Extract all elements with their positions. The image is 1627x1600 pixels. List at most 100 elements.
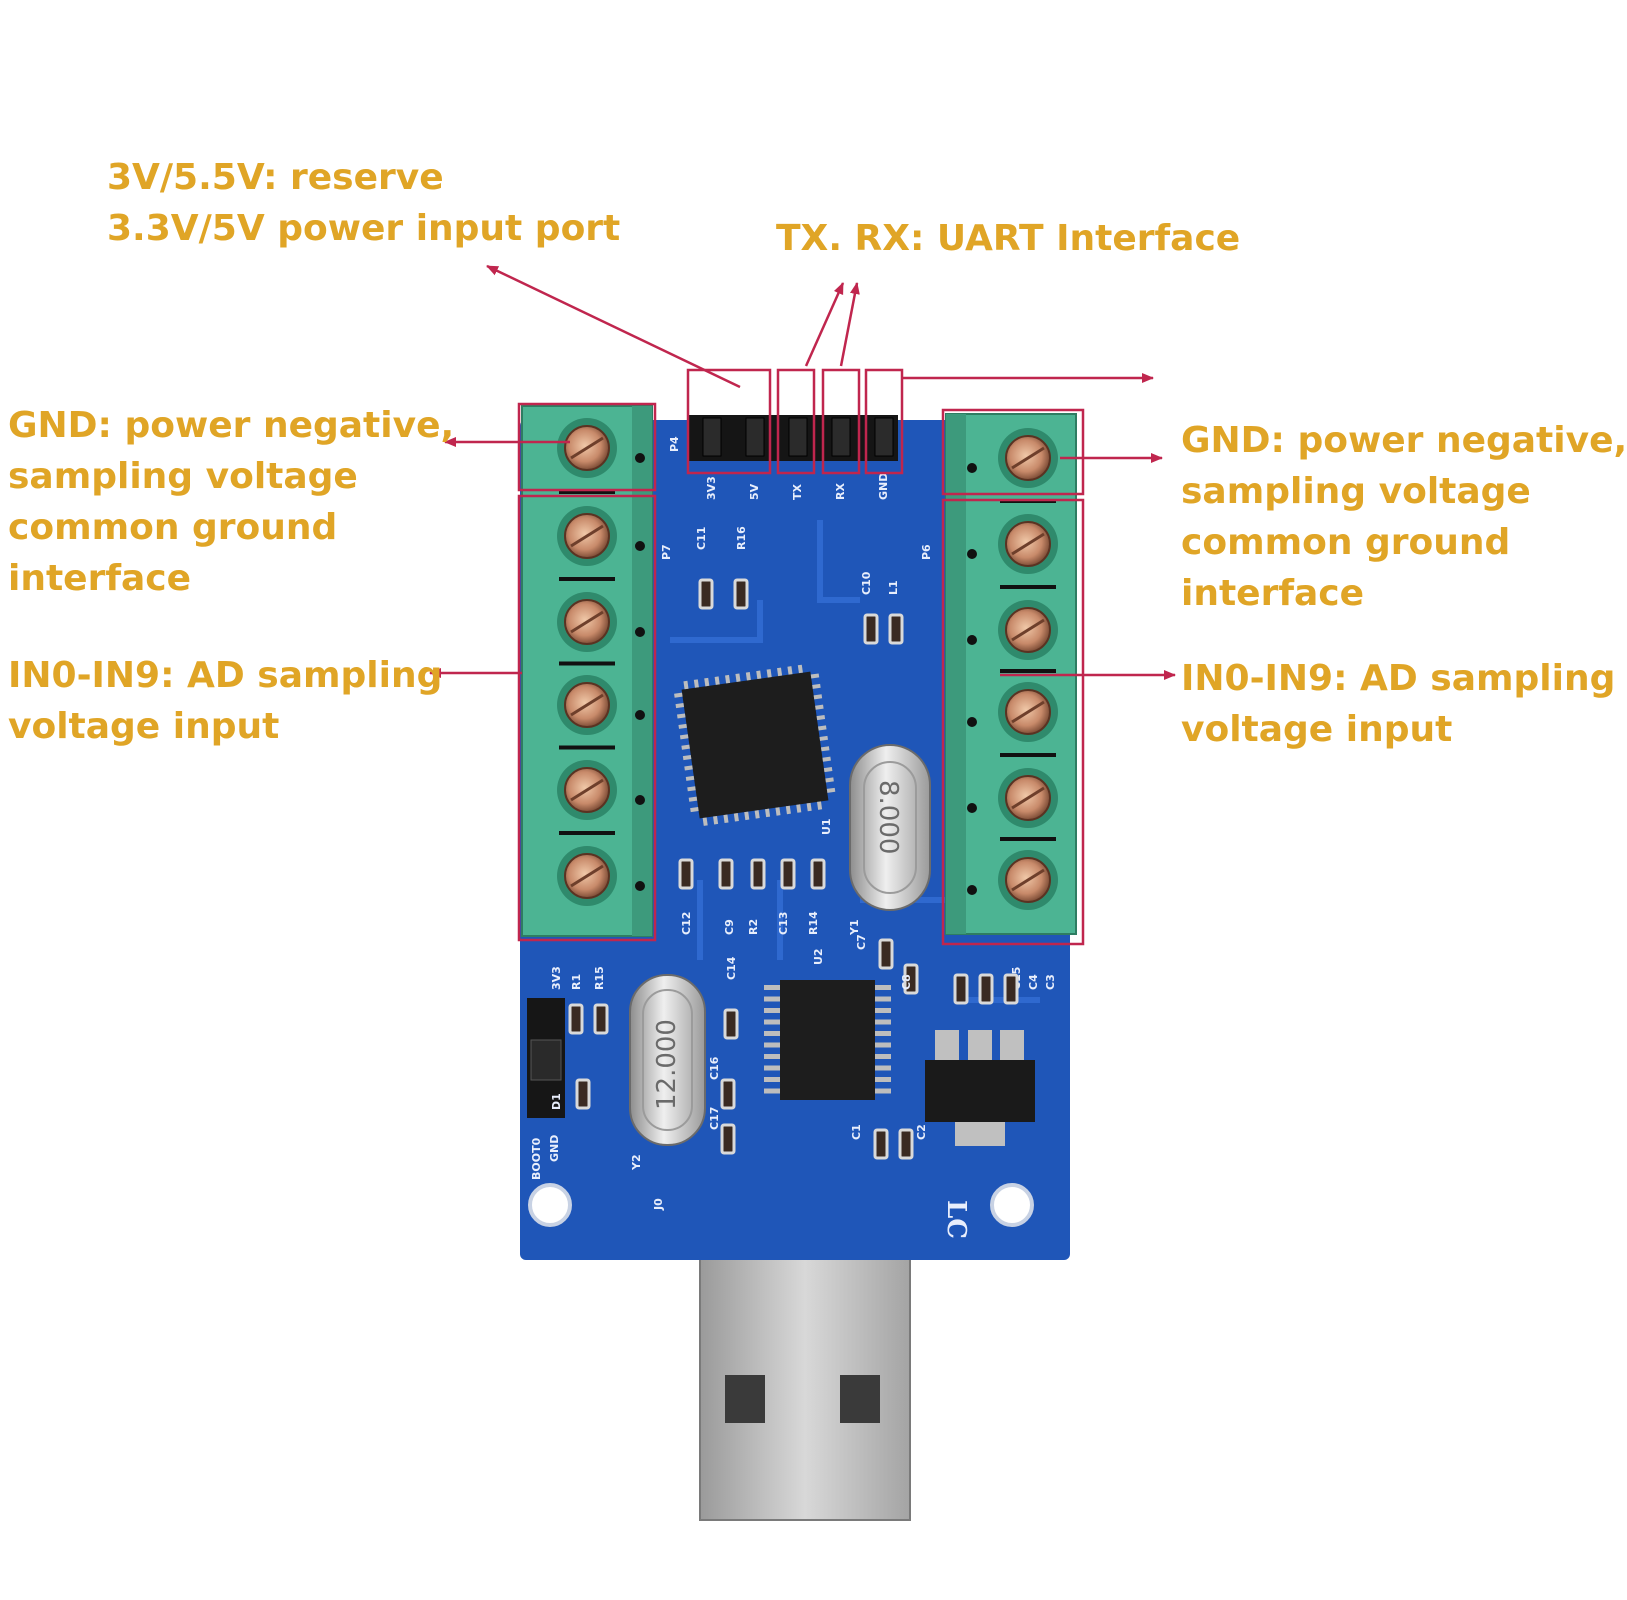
crystal-main-refdes: Y1 (848, 919, 861, 936)
smd-part (888, 613, 904, 645)
smd-part (878, 938, 894, 970)
mcu-pin (685, 775, 695, 781)
smd-part (978, 973, 994, 1005)
smd-part (718, 858, 734, 890)
smd-part (898, 1128, 914, 1160)
mcu-pin (756, 670, 762, 680)
mcu-pin (702, 817, 708, 826)
mcu-pin (713, 815, 719, 825)
mcu-pin (704, 677, 710, 687)
usb-ic-pin (764, 1077, 780, 1082)
mcu-pin (679, 734, 689, 740)
left-screw-slot (570, 610, 604, 634)
right-wire-hole (967, 803, 977, 813)
mcu-refdes: U1 (820, 818, 833, 835)
left-divider (559, 745, 615, 750)
mounting-hole-left (528, 1183, 572, 1227)
header-refdes: P4 (668, 436, 681, 452)
left-screw-slot (570, 864, 604, 888)
mcu-pin (777, 667, 783, 677)
smd-label: R16 (735, 526, 748, 550)
arrow-uart-tx (804, 282, 845, 367)
mcu-pin (796, 804, 802, 813)
smd-label: C16 (708, 1056, 721, 1080)
mcu-pin (675, 703, 685, 709)
usb-ic-pin (764, 1054, 780, 1059)
smd-part (593, 1003, 609, 1035)
header-pin-label: 3V3 (705, 476, 718, 500)
jumper-top-label: 3V3 (550, 966, 563, 990)
smd-label: R15 (593, 966, 606, 990)
header-pin (831, 417, 851, 457)
mcu-pin (806, 802, 812, 812)
mcu-pin (677, 713, 686, 719)
right-wire-hole (967, 635, 977, 645)
usb-ic: U2 (764, 948, 891, 1100)
mcu-pin (682, 755, 692, 761)
smd-label: C1 (850, 1124, 863, 1140)
smd-part (863, 613, 879, 645)
smd-label: C7 (855, 934, 868, 950)
jumper-bottom-label-2: GND (548, 1135, 561, 1162)
jumper-bottom-label: BOOT0 (530, 1137, 543, 1180)
right-screw-slot (1011, 446, 1045, 470)
mcu-pin (714, 676, 720, 685)
smd-label: C12 (680, 912, 693, 935)
left-screw-slot (570, 524, 604, 548)
mcu-pin (815, 704, 824, 710)
usb-ic-pin (875, 1054, 891, 1059)
crystal-usb: 12.000 Y2 (629, 974, 706, 1171)
smd-part (698, 578, 714, 610)
label-power-reserve-2: 3.3V/5V power input port (107, 208, 621, 249)
mcu-pin (813, 694, 823, 700)
header-silkscreen: P4 3V3 5V TX RX GND (668, 436, 890, 500)
label-gnd-left: GND: power negative, sampling voltage co… (8, 405, 455, 599)
smd-label: D1 (550, 1093, 563, 1110)
header-pin-label: TX (791, 483, 804, 500)
mcu-pin (735, 673, 741, 682)
usb-ic-pin (764, 996, 780, 1002)
mcu-pin (820, 746, 830, 752)
smd-part (903, 963, 919, 995)
smd-label: C2 (915, 1124, 928, 1140)
mcu-pin (690, 807, 699, 813)
left-wire-hole (635, 453, 645, 463)
usb-ic-pin (875, 1042, 891, 1048)
smd-label: C17 (708, 1107, 721, 1130)
label-input-right: IN0-IN9: AD sampling voltage input (1181, 658, 1616, 750)
mcu-pin (688, 796, 698, 802)
left-screw-slot (570, 436, 604, 460)
mcu-pin (785, 805, 791, 815)
header-pin-label: 5V (748, 483, 761, 500)
mcu-pin (681, 744, 690, 750)
left-wire-hole (635, 881, 645, 891)
smd-part (568, 1003, 584, 1035)
terminal-block-left (521, 405, 653, 937)
smd-part (720, 1123, 736, 1155)
boot-jumper: 3V3 BOOT0 GND (527, 966, 565, 1180)
smd-part (678, 858, 694, 890)
usb-ic-pin (875, 1008, 891, 1013)
callout-arrows (429, 264, 1176, 680)
usb-ic-pin (764, 1042, 780, 1048)
header-pin-label: RX (834, 483, 847, 500)
mcu-pin (822, 756, 831, 762)
mcu-pin (823, 767, 833, 773)
mcu-pin (725, 674, 731, 684)
smd-label: C14 (725, 956, 738, 980)
smd-label: R2 (747, 919, 760, 935)
smd-part (720, 1078, 736, 1110)
header-pin-label: GND (877, 473, 890, 500)
right-screw-slot (1011, 700, 1045, 724)
right-screw-slot (1011, 618, 1045, 642)
label-gnd-right: GND: power negative, sampling voltage co… (1181, 420, 1627, 614)
left-wire-hole (635, 795, 645, 805)
usb-ic-pin (764, 985, 780, 990)
voltage-regulator (925, 1030, 1035, 1146)
right-wire-hole (967, 885, 977, 895)
smd-label: R1 (570, 974, 583, 990)
usb-ic-refdes: U2 (812, 948, 825, 965)
smd-label: C11 (695, 527, 708, 550)
usb-ic-pin (875, 996, 891, 1002)
